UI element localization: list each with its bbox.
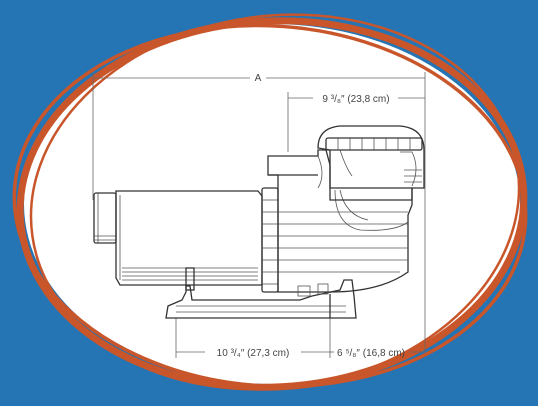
pump-drawing xyxy=(93,125,425,319)
pump-housing xyxy=(267,149,413,293)
dimension-bottom-right-label: 6 ⁵/₈″ (16,8 cm) xyxy=(337,348,405,359)
dimension-top-label: 9 ³/₈″ (23,8 cm) xyxy=(322,94,389,105)
white-oval-panel xyxy=(24,24,520,384)
dimension-top: 9 ³/₈″ (23,8 cm) xyxy=(287,92,425,152)
dimension-bottom: 10 ³/₄″ (27,3 cm) 6 ⁵/₈″ (16,8 cm) xyxy=(175,318,425,359)
dimension-a: A xyxy=(92,72,426,352)
pump-base xyxy=(165,279,357,319)
dimension-a-label: A xyxy=(255,73,262,84)
dimension-bottom-left-label: 10 ³/₄″ (27,3 cm) xyxy=(217,348,290,359)
strainer-lid xyxy=(317,125,425,201)
